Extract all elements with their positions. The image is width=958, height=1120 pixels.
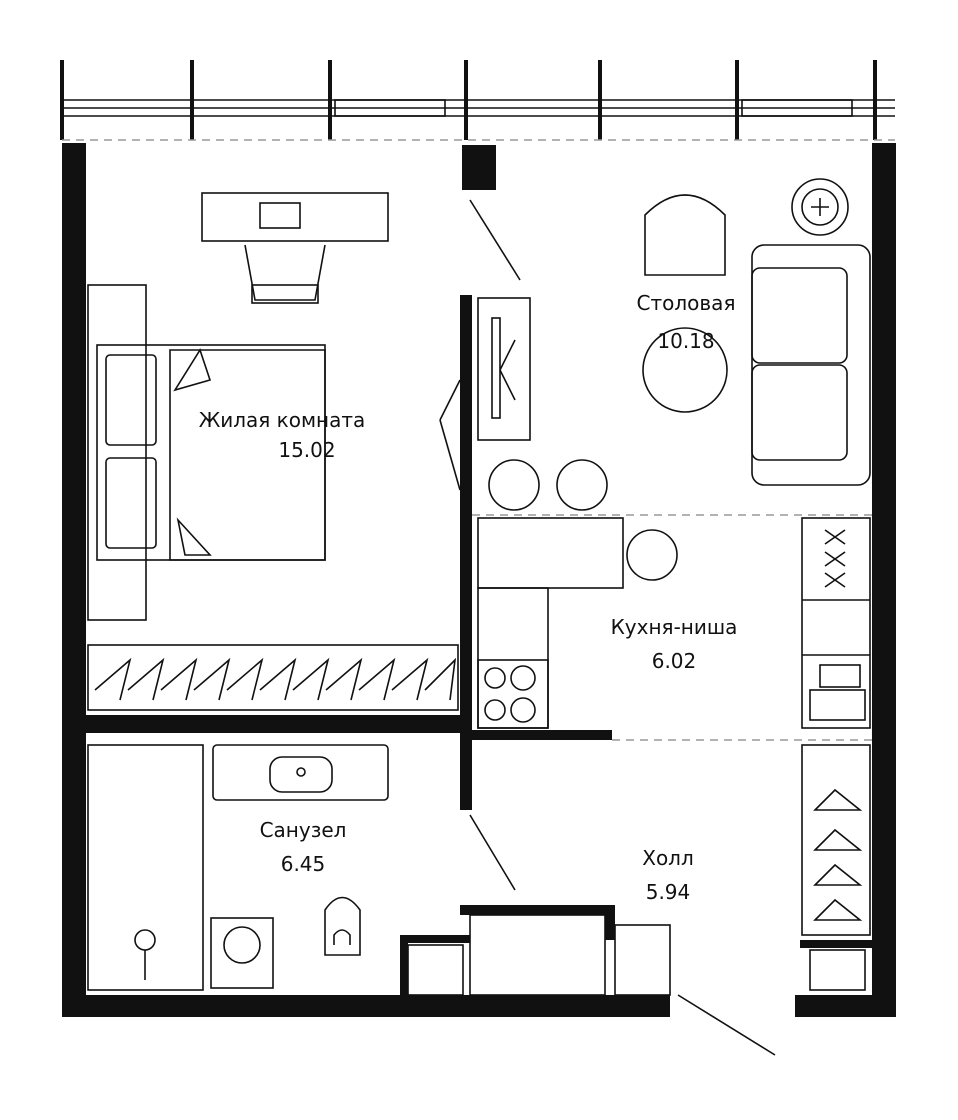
room-name: Жилая комната (198, 408, 366, 432)
wardrobe (87, 644, 459, 711)
dining-furniture (477, 178, 871, 511)
walls (62, 143, 896, 1017)
room-label-kitchen: Кухня-ниша 6.02 (611, 612, 738, 676)
bathroom-fixtures (87, 744, 389, 991)
doors[interactable] (439, 199, 776, 1056)
room-label-hall: Холл 5.94 (642, 843, 694, 907)
room-name: Столовая (636, 291, 736, 315)
desk (201, 192, 389, 304)
room-area: 6.45 (280, 852, 326, 876)
room-name: Санузел (259, 818, 347, 842)
room-name: Холл (642, 846, 694, 870)
room-label-living: Жилая комната 15.02 (199, 405, 366, 465)
room-name: Кухня-ниша (610, 615, 738, 639)
room-label-dining: Столовая 10.18 (637, 288, 736, 356)
hall-furniture (407, 744, 871, 996)
room-area: 10.18 (657, 329, 715, 353)
room-area: 5.94 (645, 880, 691, 904)
window-row (60, 60, 895, 141)
room-area: 6.02 (651, 649, 697, 673)
room-label-bathroom: Санузел 6.45 (260, 815, 347, 879)
room-area: 15.02 (278, 438, 336, 462)
bed (87, 284, 326, 621)
kitchen-furniture (477, 517, 871, 729)
